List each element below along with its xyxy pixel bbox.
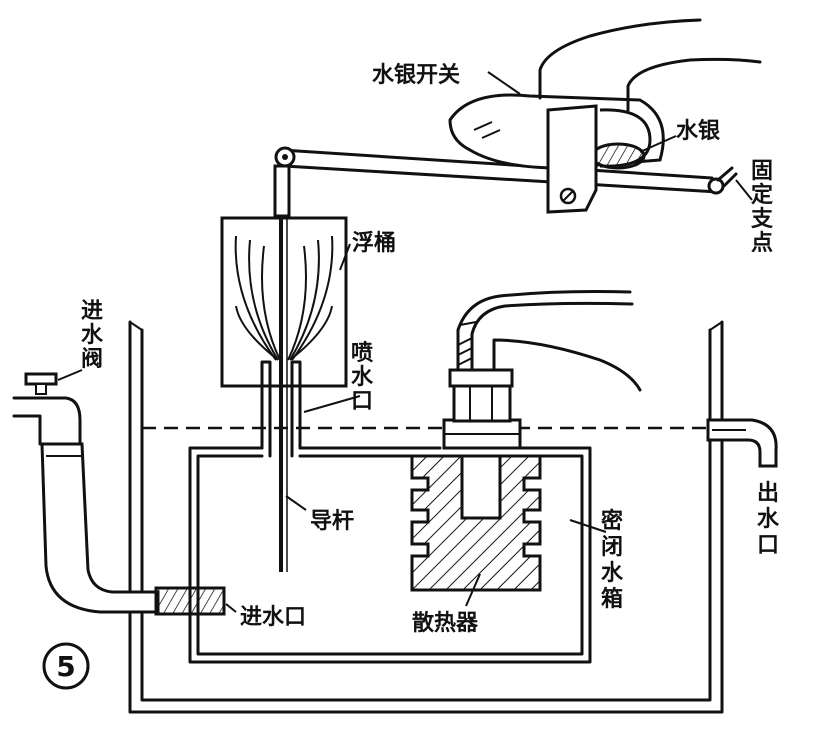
label-float-bucket: 浮桶 xyxy=(352,230,396,256)
mercury-blob xyxy=(590,142,646,170)
label-fixed-pivot-char: 点 xyxy=(751,230,773,256)
label-nozzle-char: 口 xyxy=(351,389,373,414)
label-inlet-valve-char: 阀 xyxy=(81,347,103,372)
inlet-pipe xyxy=(40,442,226,616)
label-outlet-char: 水 xyxy=(757,507,780,532)
outlet-spout xyxy=(706,418,778,468)
label-inlet-port: 进水口 xyxy=(240,605,306,630)
label-nozzle: 喷水口 xyxy=(351,341,374,414)
mercury-switch-icon xyxy=(448,18,762,214)
label-inlet-valve-char: 水 xyxy=(81,323,104,348)
label-mercury-switch: 水银开关 xyxy=(372,63,460,88)
inlet-port-sleeve xyxy=(154,586,226,616)
label-sealed-tank-char: 水 xyxy=(601,561,624,586)
label-outlet-char: 出 xyxy=(757,481,779,506)
label-nozzle-char: 喷 xyxy=(351,341,373,366)
label-inlet-valve-char: 进 xyxy=(81,299,103,324)
label-inlet-valve: 进水阀 xyxy=(81,299,104,372)
pivot-icon xyxy=(707,166,738,195)
sensor-fitting xyxy=(442,290,642,450)
nozzle-pipe xyxy=(260,360,302,458)
label-mercury: 水银 xyxy=(676,119,721,144)
guide-rod xyxy=(279,212,288,572)
label-fixed-pivot-char: 定 xyxy=(751,182,773,208)
leader-lines xyxy=(57,71,753,613)
heat-sink xyxy=(410,454,542,592)
label-fixed-pivot-char: 固 xyxy=(751,159,773,184)
figure-number-badge: 5 xyxy=(42,642,90,690)
label-guide-rod: 导杆 xyxy=(310,509,354,534)
figure-number: 5 xyxy=(56,650,75,683)
label-outlet: 出水口 xyxy=(757,481,780,558)
label-sealed-tank-char: 密 xyxy=(601,508,623,534)
outer-tank xyxy=(128,320,724,714)
valve-icon xyxy=(12,372,82,446)
label-heat-sink: 散热器 xyxy=(412,610,479,636)
label-sealed-tank-char: 闭 xyxy=(601,535,623,560)
label-sealed-tank-char: 箱 xyxy=(601,586,623,612)
label-nozzle-char: 水 xyxy=(351,365,374,390)
label-fixed-pivot-char: 支 xyxy=(751,207,774,232)
label-outlet-char: 口 xyxy=(757,533,779,558)
float-bucket xyxy=(220,216,348,388)
